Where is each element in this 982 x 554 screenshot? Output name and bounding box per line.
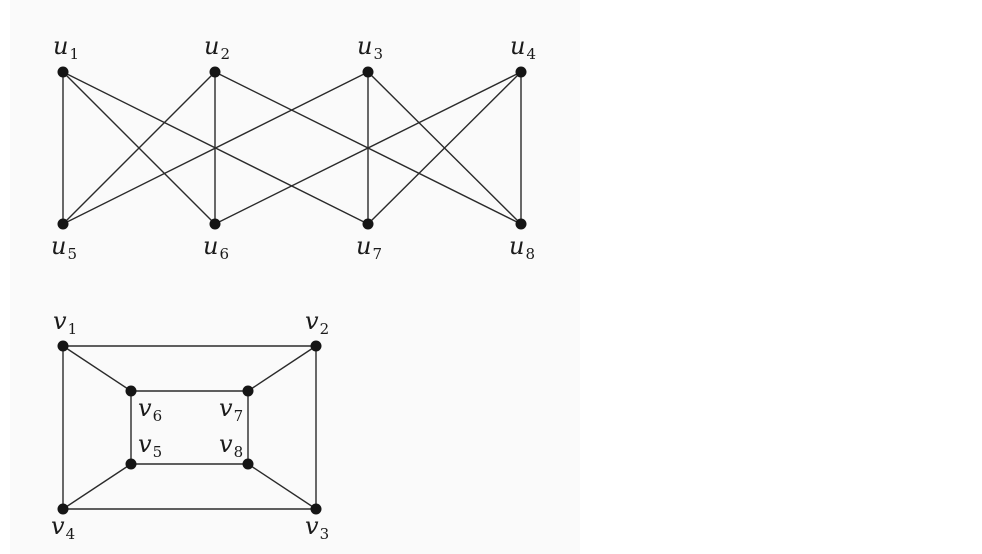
vertex-label-index: 3 [373, 45, 383, 63]
vertex-u1 [57, 66, 69, 78]
vertex-v1 [57, 340, 69, 352]
vertex-label-letter: u [204, 32, 219, 60]
vertex-u4 [515, 66, 527, 78]
vertex-label-index: 1 [68, 320, 78, 338]
vertex-u5 [57, 218, 69, 230]
vertex-label-v6: v6 [138, 394, 162, 425]
vertex-label-u6: u6 [203, 232, 229, 263]
vertex-label-index: 3 [320, 525, 330, 543]
vertex-label-letter: v [51, 512, 65, 540]
vertex-label-letter: u [53, 32, 68, 60]
vertex-label-u1: u1 [53, 32, 79, 63]
vertex-v8 [242, 458, 254, 470]
vertex-label-letter: u [357, 32, 372, 60]
edge-v3-v8 [247, 463, 317, 510]
vertex-label-letter: u [510, 32, 525, 60]
vertex-label-index: 6 [219, 245, 229, 263]
vertex-label-index: 1 [69, 45, 79, 63]
vertex-label-index: 4 [66, 525, 76, 543]
vertex-v2 [310, 340, 322, 352]
vertex-label-v8: v8 [219, 430, 243, 461]
vertex-u8 [515, 218, 527, 230]
vertex-label-letter: u [51, 232, 66, 260]
vertex-label-v4: v4 [51, 512, 75, 543]
vertex-label-index: 7 [372, 245, 382, 263]
vertex-label-letter: v [305, 512, 319, 540]
vertex-label-letter: u [203, 232, 218, 260]
vertex-label-u7: u7 [356, 232, 382, 263]
edge-u3-u5 [62, 71, 369, 225]
vertex-label-v1: v1 [53, 307, 77, 338]
vertex-label-letter: u [509, 232, 524, 260]
vertex-u3 [362, 66, 374, 78]
edge-u2-u5 [62, 71, 216, 225]
vertex-label-letter: v [138, 394, 152, 422]
vertex-label-letter: v [219, 430, 233, 458]
vertices-layer [57, 66, 527, 515]
vertex-v6 [125, 385, 137, 397]
vertex-label-letter: v [138, 430, 152, 458]
vertex-v4 [57, 503, 69, 515]
vertex-label-index: 7 [234, 407, 244, 425]
vertex-label-index: 2 [320, 320, 330, 338]
edge-u4-u6 [214, 71, 522, 225]
vertex-v3 [310, 503, 322, 515]
edges-layer [62, 71, 522, 510]
vertex-label-letter: v [305, 307, 319, 335]
vertex-label-letter: v [219, 394, 233, 422]
vertex-label-u2: u2 [204, 32, 230, 63]
vertex-label-letter: u [356, 232, 371, 260]
edge-v1-v6 [62, 345, 132, 392]
vertex-label-v7: v7 [219, 394, 243, 425]
vertex-label-u3: u3 [357, 32, 383, 63]
vertex-label-index: 8 [234, 443, 244, 461]
vertex-v5 [125, 458, 137, 470]
vertex-label-index: 5 [153, 443, 163, 461]
vertex-label-v5: v5 [138, 430, 162, 461]
vertex-label-u8: u8 [509, 232, 535, 263]
vertex-v7 [242, 385, 254, 397]
edge-v2-v7 [247, 345, 317, 392]
figure-panel [10, 0, 580, 554]
vertex-label-index: 2 [220, 45, 230, 63]
vertex-label-index: 6 [153, 407, 163, 425]
edge-v4-v5 [62, 463, 132, 510]
vertex-label-u5: u5 [51, 232, 77, 263]
vertex-label-v2: v2 [305, 307, 329, 338]
vertex-u7 [362, 218, 374, 230]
edge-u4-u7 [367, 71, 522, 225]
vertex-u2 [209, 66, 221, 78]
vertex-label-u4: u4 [510, 32, 536, 63]
vertex-u6 [209, 218, 221, 230]
vertex-label-v3: v3 [305, 512, 329, 543]
vertex-label-index: 8 [525, 245, 535, 263]
vertex-label-index: 5 [67, 245, 77, 263]
vertex-label-letter: v [53, 307, 67, 335]
vertex-label-index: 4 [526, 45, 536, 63]
